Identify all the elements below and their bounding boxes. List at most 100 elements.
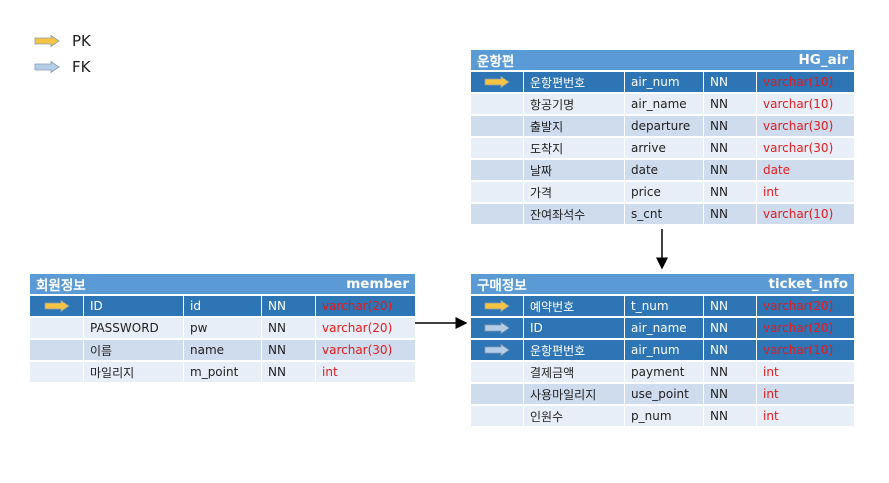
column-field: departure <box>625 116 704 136</box>
table-name: HG_air <box>798 52 848 68</box>
column-field: air_name <box>625 94 704 114</box>
column-field: name <box>184 340 262 360</box>
column-null: NN <box>262 296 316 316</box>
column-label: 이름 <box>84 340 184 360</box>
column-type: varchar(20) <box>316 296 415 316</box>
key-cell <box>471 116 524 136</box>
legend-fk-label: FK <box>72 58 91 76</box>
column-label: 인원수 <box>524 406 625 426</box>
column-null: NN <box>704 138 757 158</box>
column-label: 예약번호 <box>524 296 625 316</box>
column-type: int <box>757 384 854 404</box>
key-cell <box>471 340 524 360</box>
fk-arrow-icon <box>34 61 60 73</box>
key-cell <box>30 362 84 382</box>
column-field: air_num <box>625 340 704 360</box>
table-name: ticket_info <box>768 276 848 292</box>
column-null: NN <box>262 362 316 382</box>
column-label: 마일리지 <box>84 362 184 382</box>
column-null: NN <box>704 318 757 338</box>
key-cell <box>30 296 84 316</box>
column-field: date <box>625 160 704 180</box>
column-type: int <box>316 362 415 382</box>
column-label: ID <box>524 318 625 338</box>
column-type: varchar(30) <box>316 340 415 360</box>
key-cell <box>30 318 84 338</box>
column-field: air_num <box>625 72 704 92</box>
key-cell <box>471 160 524 180</box>
column-label: 가격 <box>524 182 625 202</box>
column-field: id <box>184 296 262 316</box>
table-title: 회원정보 <box>36 278 86 294</box>
column-null: NN <box>704 362 757 382</box>
legend-fk: FK <box>34 54 91 80</box>
column-field: s_cnt <box>625 204 704 224</box>
column-label: 사용마일리지 <box>524 384 625 404</box>
pk-arrow-icon <box>34 35 60 47</box>
column-type: varchar(10) <box>757 72 854 92</box>
legend: PK FK <box>34 28 91 80</box>
column-type: varchar(10) <box>757 94 854 114</box>
column-label: 잔여좌석수 <box>524 204 625 224</box>
column-field: m_point <box>184 362 262 382</box>
column-label: 결제금액 <box>524 362 625 382</box>
column-field: p_num <box>625 406 704 426</box>
table-header: 회원정보 member <box>30 274 415 294</box>
column-type: varchar(10) <box>757 340 854 360</box>
column-null: NN <box>704 340 757 360</box>
key-cell <box>30 340 84 360</box>
column-label: ID <box>84 296 184 316</box>
column-type: varchar(20) <box>316 318 415 338</box>
column-null: NN <box>704 72 757 92</box>
column-field: t_num <box>625 296 704 316</box>
column-null: NN <box>704 116 757 136</box>
column-field: arrive <box>625 138 704 158</box>
column-field: payment <box>625 362 704 382</box>
table-title: 운항편 <box>477 54 515 70</box>
column-field: pw <box>184 318 262 338</box>
column-type: int <box>757 406 854 426</box>
column-label: 항공기명 <box>524 94 625 114</box>
key-cell <box>471 72 524 92</box>
column-null: NN <box>704 204 757 224</box>
key-cell <box>471 182 524 202</box>
column-null: NN <box>704 182 757 202</box>
column-null: NN <box>262 340 316 360</box>
column-null: NN <box>704 296 757 316</box>
key-cell <box>471 296 524 316</box>
column-type: varchar(10) <box>757 204 854 224</box>
key-cell <box>471 362 524 382</box>
table-name: member <box>346 276 409 292</box>
column-type: varchar(30) <box>757 138 854 158</box>
key-cell <box>471 204 524 224</box>
column-field: use_point <box>625 384 704 404</box>
key-cell <box>471 138 524 158</box>
key-cell <box>471 94 524 114</box>
table-title: 구매정보 <box>477 278 527 294</box>
key-cell <box>471 318 524 338</box>
column-type: varchar(20) <box>757 318 854 338</box>
column-type: date <box>757 160 854 180</box>
table-header: 운항편 HG_air <box>471 50 854 70</box>
key-cell <box>471 406 524 426</box>
fk-arrow-icon <box>484 322 510 334</box>
column-null: NN <box>262 318 316 338</box>
column-type: varchar(30) <box>757 116 854 136</box>
column-null: NN <box>704 384 757 404</box>
